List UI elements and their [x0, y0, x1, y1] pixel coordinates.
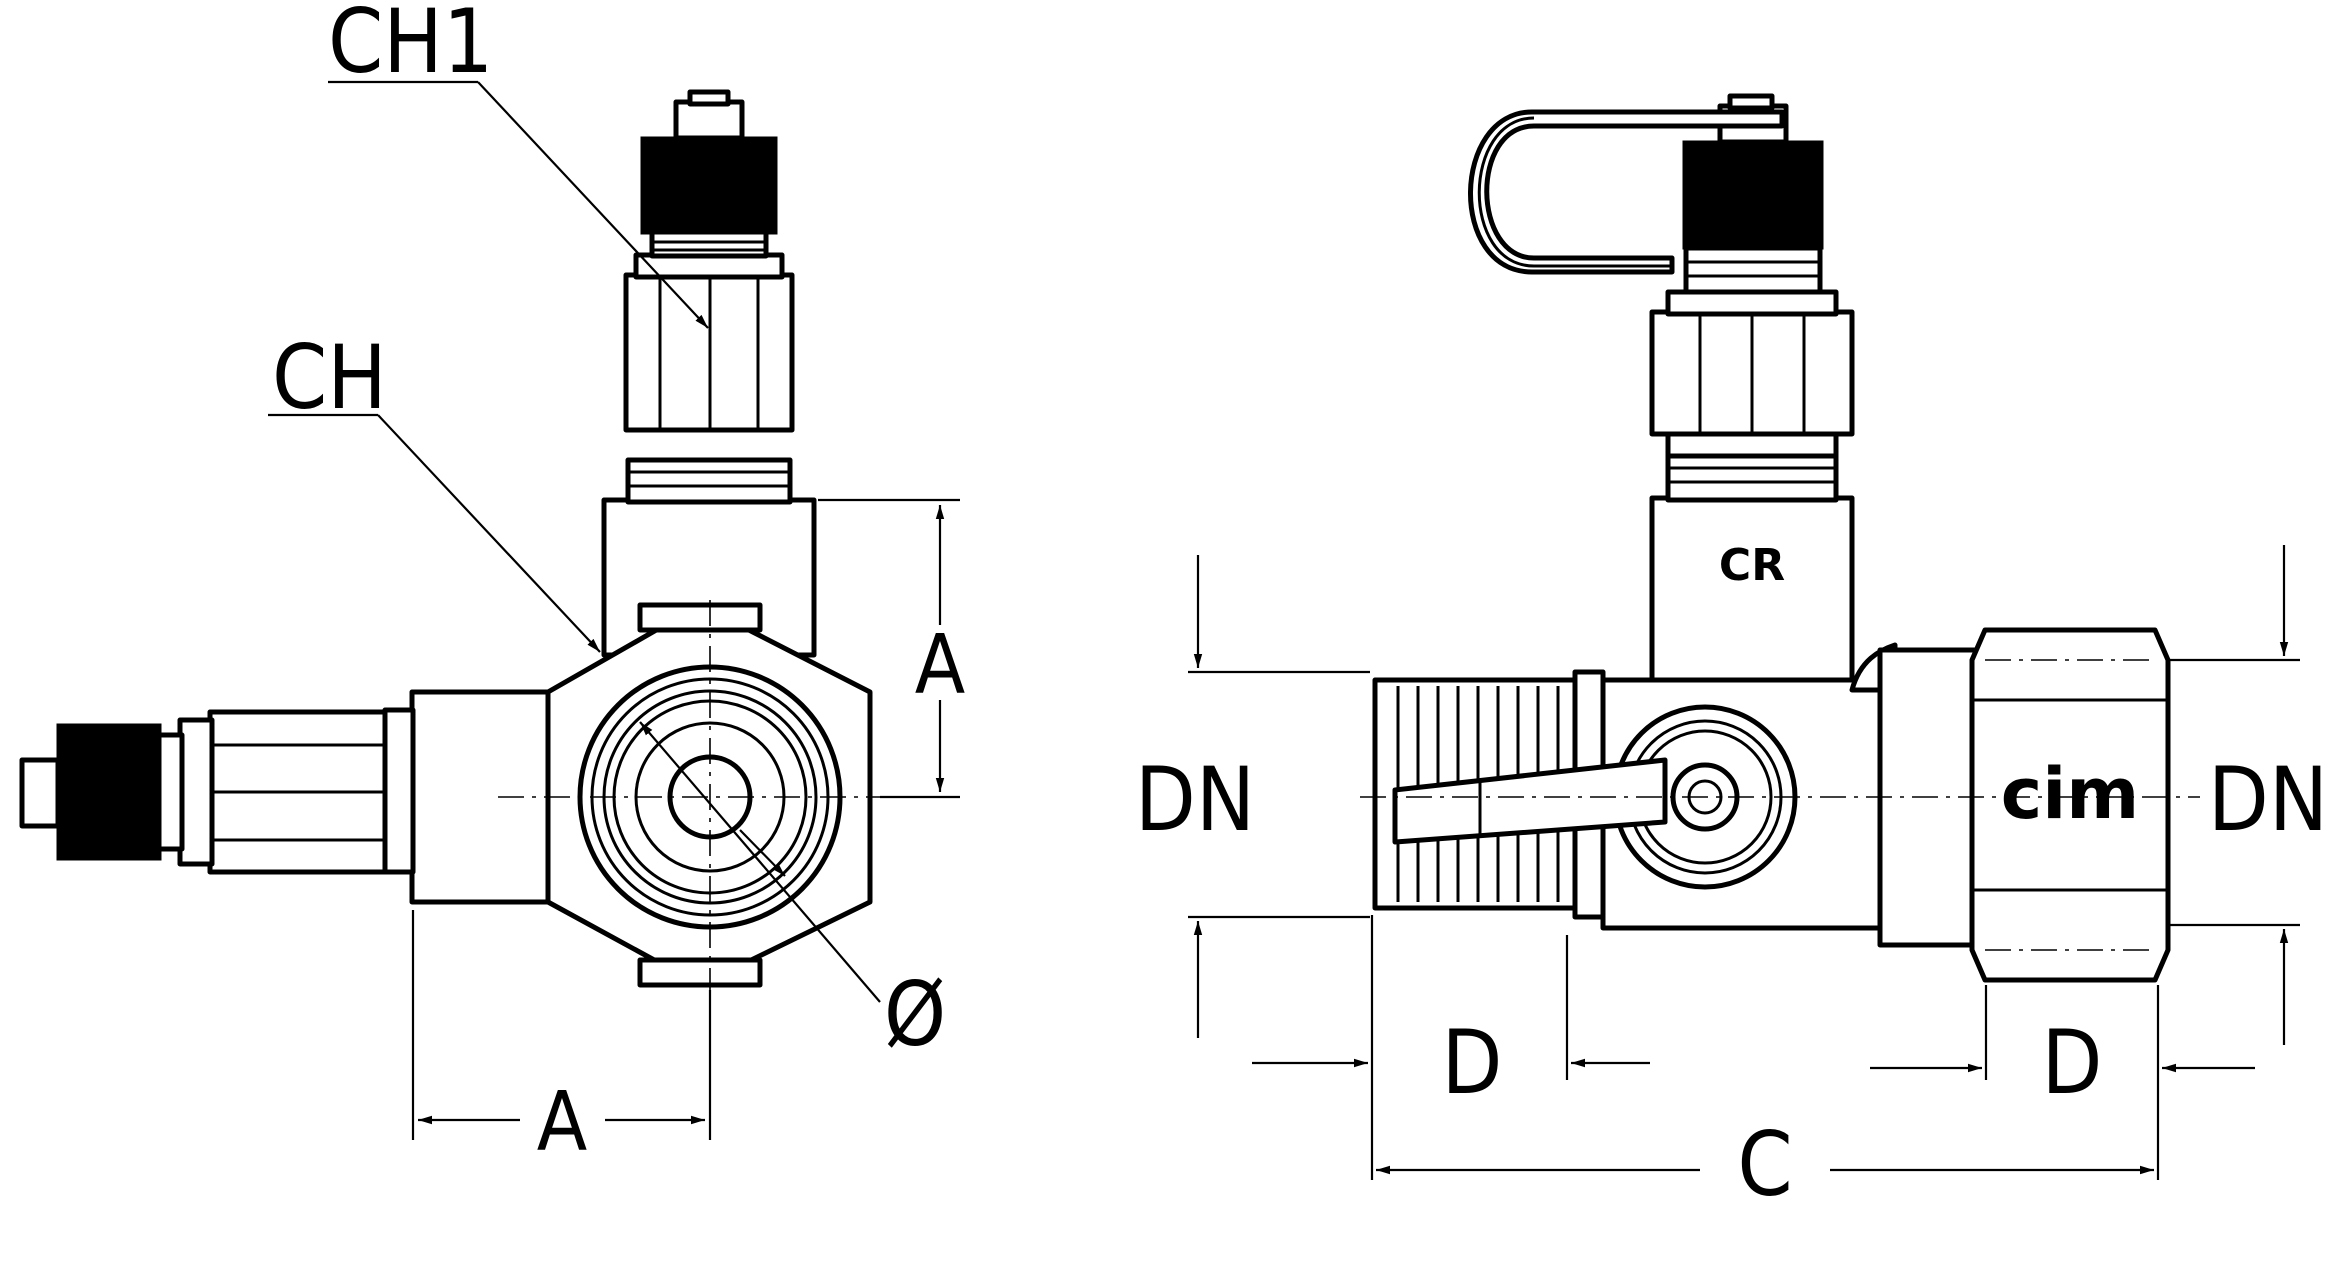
dimension-a-vertical [818, 498, 960, 799]
right-top-thread [1665, 452, 1839, 503]
dimension-d-left [1252, 915, 1650, 1180]
label-d-right: D [2042, 1011, 2103, 1114]
label-diameter: Ø [884, 963, 946, 1066]
dimension-dn-right [2170, 545, 2300, 1045]
right-top-valve [1649, 93, 1855, 691]
top-knurled-cap [640, 136, 778, 235]
left-branch-body [409, 689, 565, 905]
top-thread-lines [628, 470, 790, 488]
ch-leader [268, 413, 601, 653]
label-ch: CH [272, 326, 387, 429]
label-c: C [1737, 1113, 1792, 1216]
dimension-dn-left [1188, 555, 1370, 1038]
left-cap-pin [19, 757, 61, 829]
top-cap-pin [673, 99, 745, 141]
top-thread [625, 457, 793, 505]
left-branch [19, 689, 565, 905]
left-collar [177, 717, 215, 867]
label-a-vertical: A [915, 618, 965, 713]
top-spring [649, 229, 769, 259]
label-a-horizontal: A [537, 1075, 587, 1170]
dimension-a-horizontal [411, 910, 712, 1140]
top-spring-lines [652, 240, 766, 252]
logo-cim: cim [2001, 753, 2139, 835]
diameter-leader [639, 721, 881, 1003]
top-valve [601, 89, 817, 658]
label-ch1: CH1 [328, 0, 493, 93]
label-d-left: D [1442, 1011, 1503, 1114]
left-spring [155, 732, 185, 852]
right-spring [1683, 245, 1823, 295]
right-knurled-cap [1682, 140, 1824, 250]
label-dn-left: DN [1135, 748, 1255, 851]
retaining-strap [1468, 109, 1785, 275]
drain-lever [1392, 757, 1668, 845]
dimension-d-right [1870, 985, 2255, 1180]
left-view: A A CH1 CH Ø [19, 0, 965, 1170]
female-hex-nut [1969, 627, 2171, 983]
right-valve-body [1649, 495, 1855, 691]
left-knurled-cap [56, 723, 162, 861]
right-spring-lines [1686, 260, 1820, 278]
ch1-leader [328, 80, 709, 329]
right-top-thread-lines [1668, 466, 1836, 484]
right-view: CR cim DN DN D [1135, 93, 2328, 1216]
label-dn-right: DN [2208, 748, 2328, 851]
logo-cr: CR [1719, 540, 1785, 591]
left-thread [382, 707, 416, 875]
